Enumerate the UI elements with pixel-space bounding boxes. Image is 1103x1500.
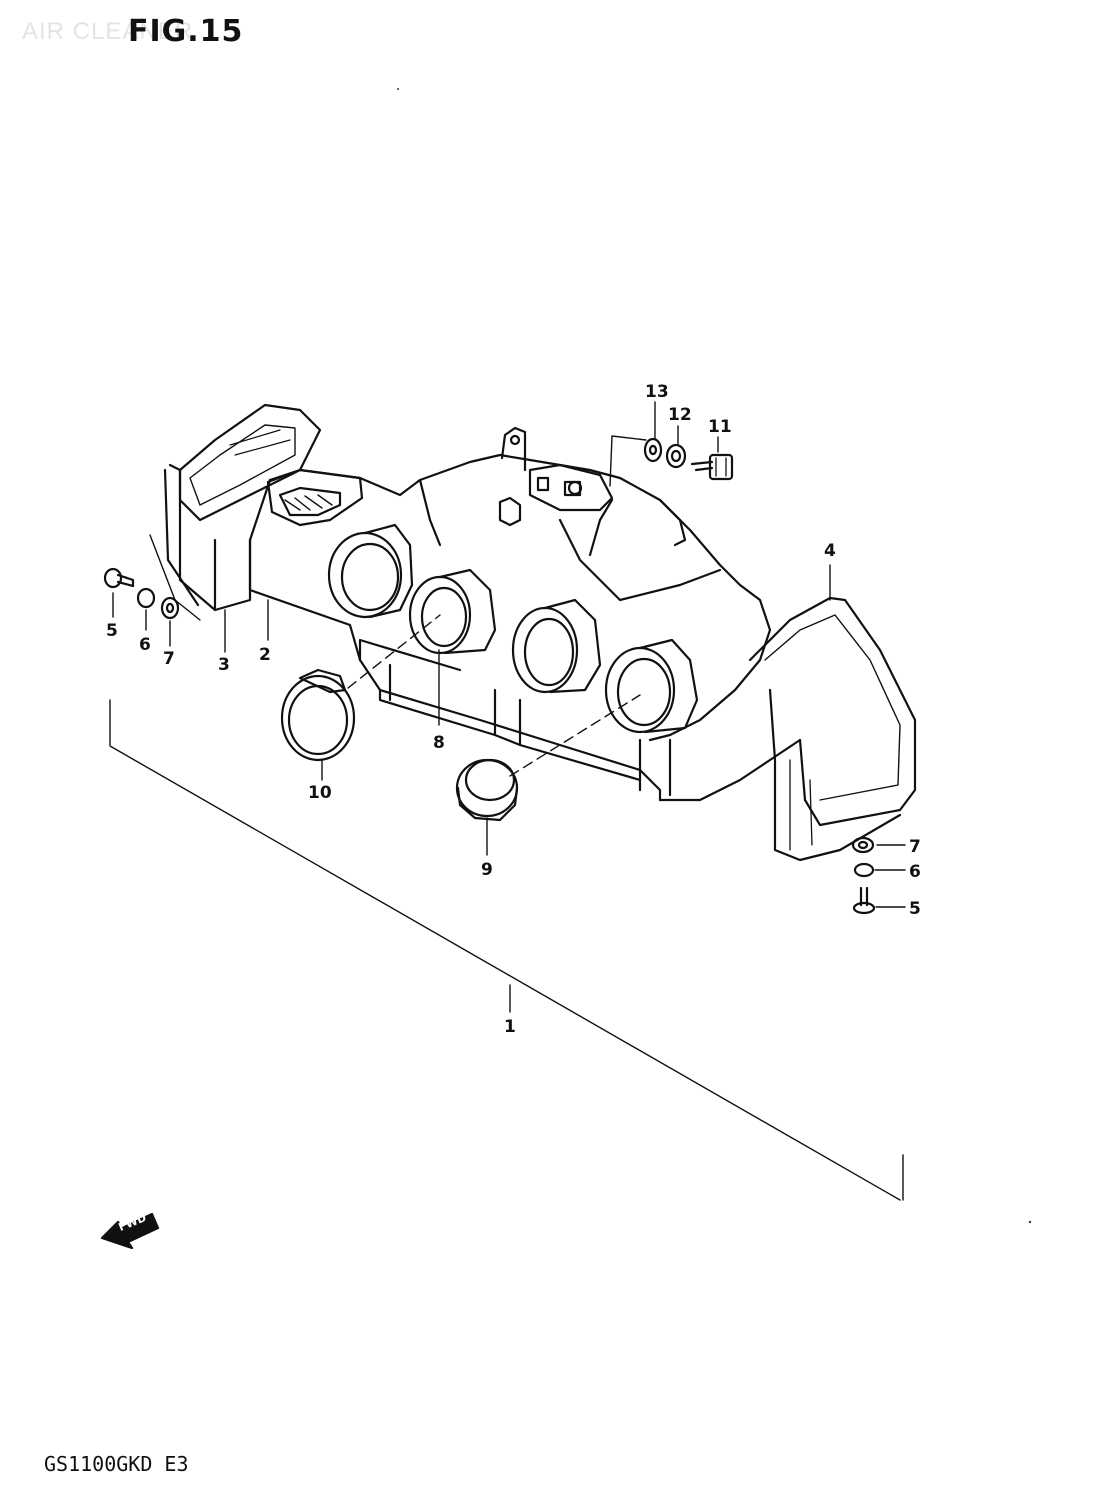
callout-2: 2: [259, 645, 271, 665]
model-code: GS1100GKD E3: [44, 1452, 189, 1476]
callout-10: 10: [308, 783, 332, 803]
screw-11: [690, 453, 734, 481]
callout-12: 12: [668, 405, 692, 425]
callout-3: 3: [218, 655, 230, 675]
figure-title: FIG.15: [128, 14, 244, 49]
left-end-cover: [149, 403, 322, 621]
intake-ring-2: [408, 568, 497, 655]
hose-clamp: [280, 668, 356, 762]
washer-6-left: [136, 587, 156, 609]
intake-ring-4: [604, 638, 699, 734]
callout-11: 11: [708, 417, 732, 437]
callout-5a: 5: [106, 621, 118, 641]
screw-5-left: [103, 567, 135, 589]
intake-ring-3: [511, 598, 602, 694]
sealing-ring: [455, 758, 519, 822]
right-end-cover: [748, 596, 917, 862]
washer-6-right: [853, 862, 875, 878]
intake-ring-1: [327, 523, 414, 619]
callout-8: 8: [433, 733, 445, 753]
section-watermark: AIR CLEANER: [22, 18, 194, 45]
callout-13: 13: [645, 382, 669, 402]
washer-13: [643, 437, 663, 463]
callout-7a: 7: [163, 649, 175, 669]
screw-5-right: [852, 886, 876, 915]
callout-1: 1: [504, 1017, 516, 1037]
leader-lines: [109, 401, 906, 1201]
callout-7b: 7: [909, 837, 921, 857]
air-cleaner-housing: [248, 426, 802, 802]
washer-7-left: [160, 596, 180, 620]
forward-arrow-icon: [100, 1212, 160, 1250]
callout-6b: 6: [909, 862, 921, 882]
callout-4: 4: [824, 541, 836, 561]
callout-9: 9: [481, 860, 493, 880]
callout-6a: 6: [139, 635, 151, 655]
callout-labels: 1 2 3 4 5 6 7 5 6 7 8 9 10 11 12 13: [106, 382, 921, 1037]
washer-12: [665, 443, 687, 469]
washer-7-right: [851, 836, 875, 854]
callout-5b: 5: [909, 899, 921, 919]
